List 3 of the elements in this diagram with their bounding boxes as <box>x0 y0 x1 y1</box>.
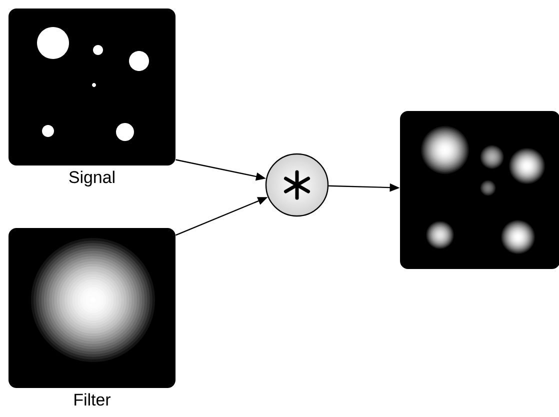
image-caption: Signal <box>69 170 114 186</box>
image-caption: Filter <box>74 393 111 406</box>
image-drawing <box>400 111 559 269</box>
